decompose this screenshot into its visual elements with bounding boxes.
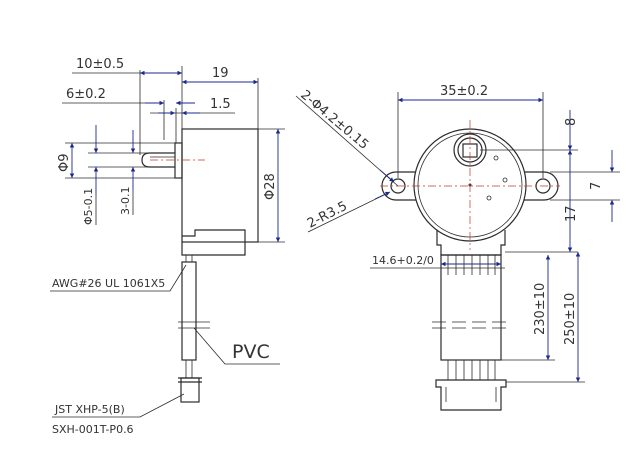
dim-14-6-label: 14.6+0.2/0 bbox=[372, 254, 434, 267]
wire-label: AWG#26 UL 1061X5 bbox=[52, 277, 165, 290]
cable bbox=[181, 261, 197, 361]
dim-dia-5-label: Φ5-0.1 bbox=[82, 188, 95, 225]
front-cable bbox=[440, 254, 502, 361]
dim-6-label: 6±0.2 bbox=[66, 87, 106, 102]
dim-7-label: 7 bbox=[589, 182, 604, 190]
dim-250-label: 250±10 bbox=[563, 293, 578, 345]
dim-10-label: 10±0.5 bbox=[76, 57, 124, 72]
motor-body bbox=[181, 128, 259, 243]
connector-label-1: JST XHP-5(B) bbox=[54, 403, 125, 416]
dim-8-label: 8 bbox=[564, 118, 579, 126]
dim-flat-3-label: 3-0.1 bbox=[119, 187, 132, 215]
front-view: 35±0.2 8 17 7 14.6+0.2/0 230±10 250±10 2… bbox=[295, 84, 620, 411]
pvc-label: PVC bbox=[232, 341, 270, 363]
dim-1-5-label: 1.5 bbox=[210, 97, 231, 112]
dim-17-label: 17 bbox=[564, 205, 579, 222]
dim-holes-label: 2-Φ4.2±0.15 bbox=[297, 88, 371, 153]
dim-230-label: 230±10 bbox=[533, 283, 548, 335]
dim-35-label: 35±0.2 bbox=[440, 84, 488, 99]
dim-radius-label: 2-R3.5 bbox=[305, 199, 350, 232]
connector-label-2: SXH-001T-P0.6 bbox=[52, 423, 134, 436]
dim-dia-9-label: Φ9 bbox=[57, 153, 72, 172]
motor-base bbox=[181, 229, 246, 256]
flange bbox=[174, 142, 183, 179]
mounting-plate bbox=[381, 171, 559, 201]
connector-front bbox=[435, 379, 507, 411]
dim-dia-28-label: Φ28 bbox=[263, 173, 278, 200]
side-view: 10±0.5 19 6±0.2 1.5 Φ9 Φ5-0.1 3-0.1 Φ28 bbox=[50, 57, 285, 436]
dim-19-label: 19 bbox=[212, 66, 229, 81]
